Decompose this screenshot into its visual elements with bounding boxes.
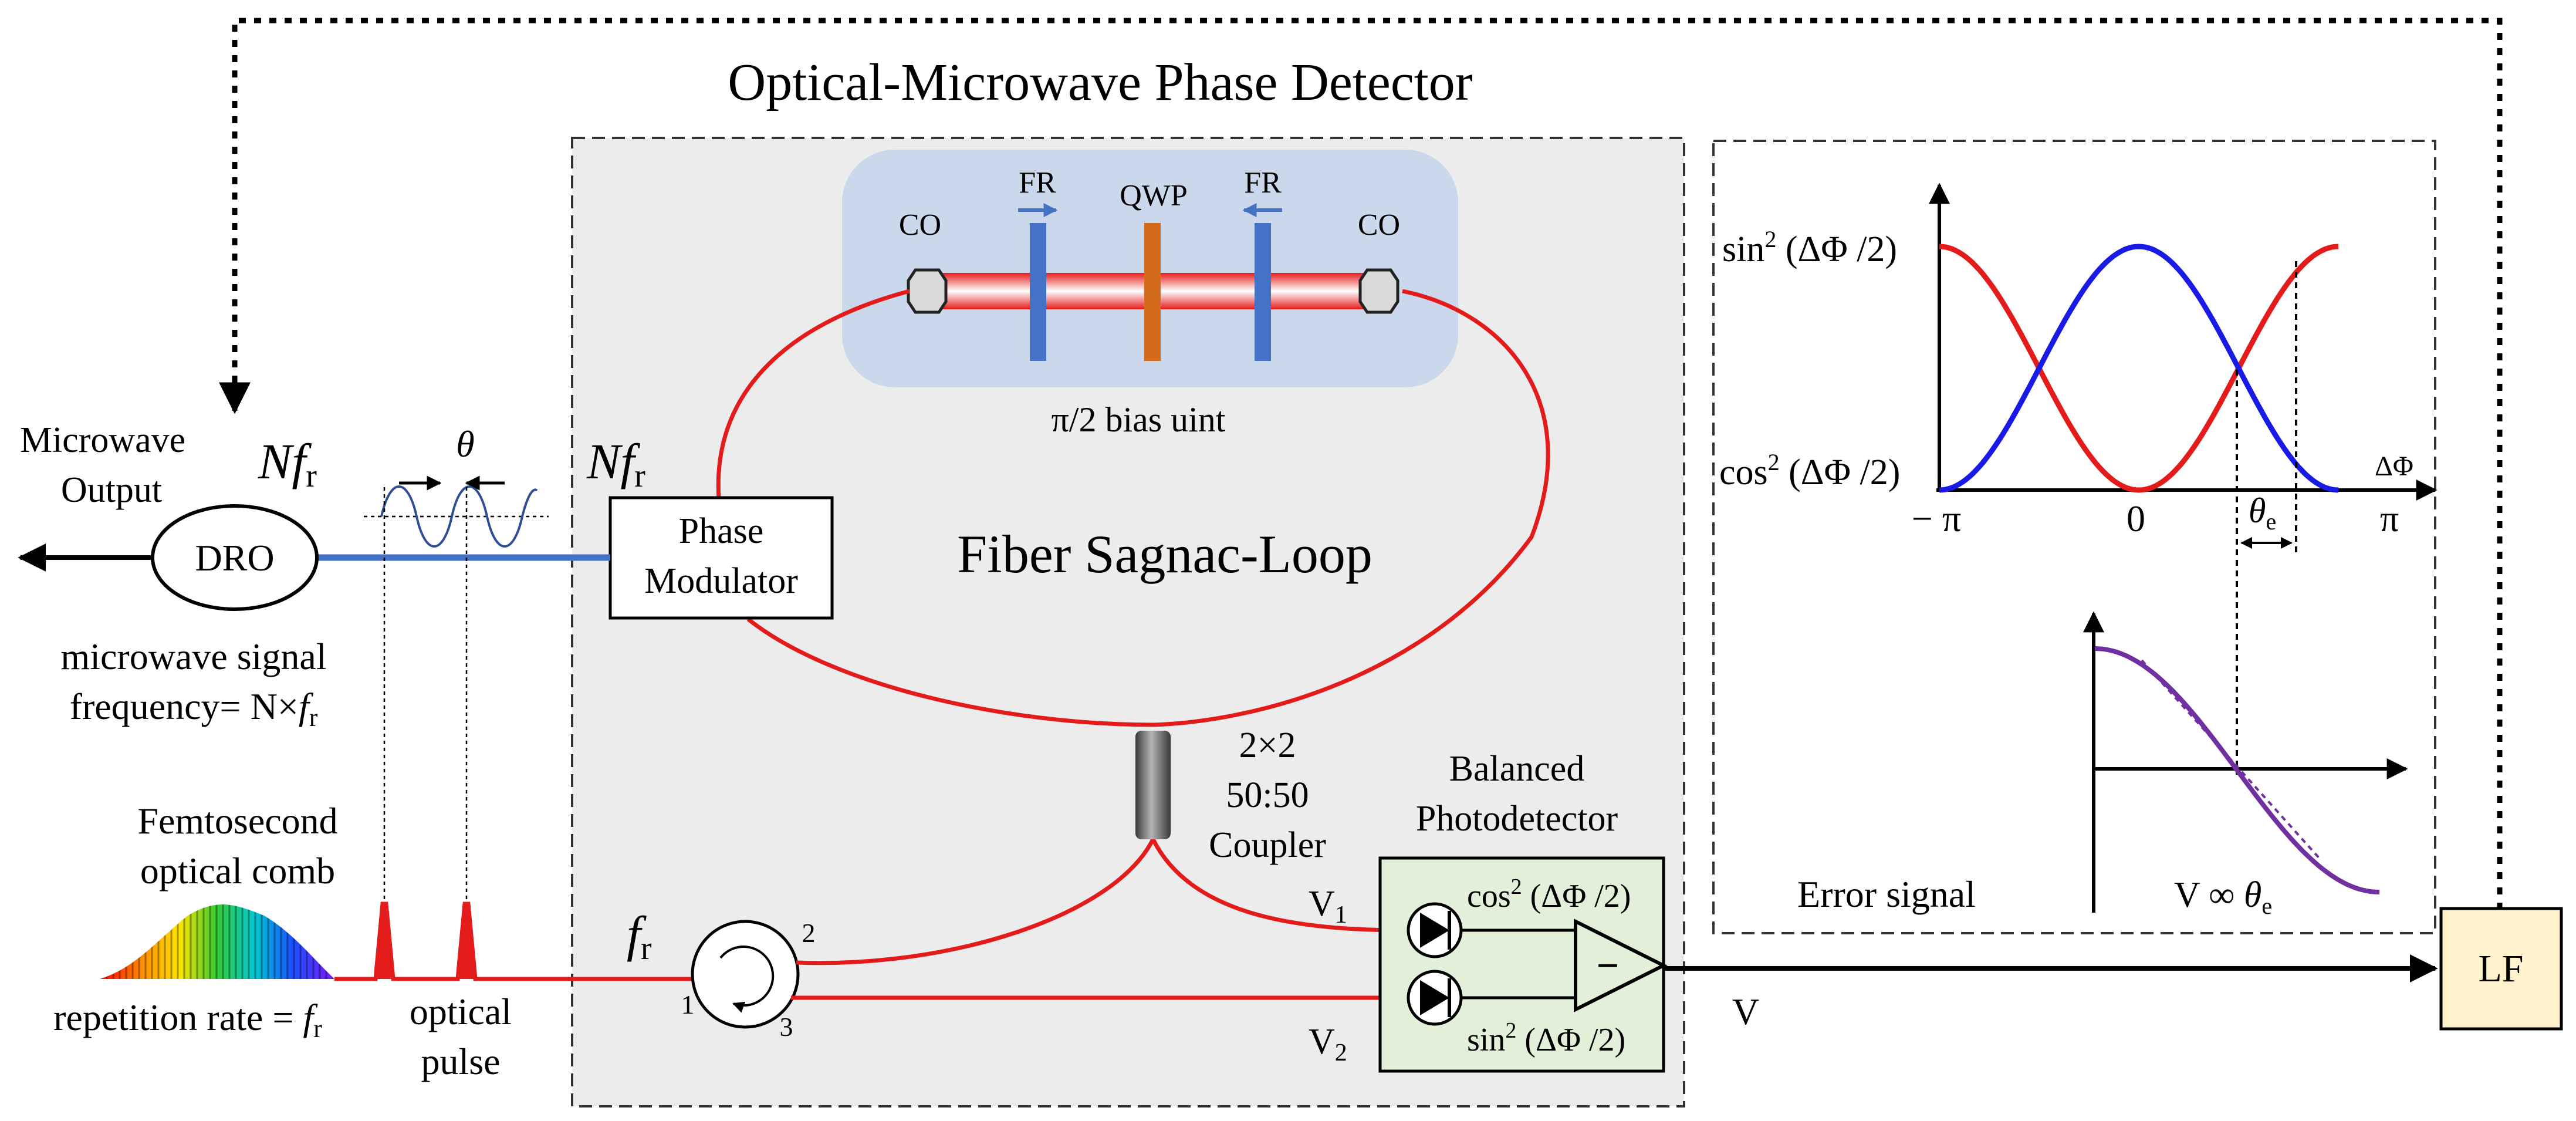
error-signal-label: Error signal: [1797, 873, 1976, 915]
optical-pulse-label-line1: optical: [410, 991, 512, 1032]
microwave-output-label-line1: Microwave: [20, 420, 185, 460]
phase-modulator-label-line2: Modulator: [644, 561, 798, 601]
sagnac-loop-bottom-fiber: [746, 617, 1154, 727]
coupler-to-v1-fiber: [1151, 838, 1406, 933]
balanced-photodetector-box: [1378, 856, 1665, 1073]
femtosecond-comb-label-line2: optical comb: [140, 850, 335, 892]
femtosecond-comb-spectrum: [100, 904, 334, 979]
optical-pulse-label-line2: pulse: [421, 1041, 500, 1082]
microwave-signal-label-line1: microwave signal: [60, 636, 326, 677]
feedback-loop-line: [219, 18, 2503, 910]
photodiode-1-triangle: [1420, 913, 1449, 948]
dro-label: DRO: [195, 537, 274, 579]
top-plot-tick-zero: 0: [2127, 498, 2145, 539]
circulator-port-3: 3: [780, 1012, 793, 1042]
nfr-modulator-label: Nfr: [586, 433, 645, 494]
error-slope-tangent: [2141, 659, 2322, 861]
error-signal-curve: [2094, 646, 2380, 894]
sagnac-loop-label: Fiber Sagnac-Loop: [957, 524, 1372, 584]
v2-label: V2: [1309, 1022, 1347, 1066]
top-plot-cos-label: cos2 (ΔΦ /2): [1719, 449, 1900, 492]
coupler-label-line3: Coupler: [1209, 825, 1326, 865]
circulator-port-1: 1: [681, 990, 695, 1019]
bpd-sin-label: sin2 (ΔΦ /2): [1467, 1018, 1625, 1058]
photodiode-2-triangle: [1420, 980, 1449, 1015]
theta-e-label: θe: [2249, 491, 2276, 535]
phase-modulator-box: [608, 496, 834, 620]
error-relation-label: V ∞ θe: [2174, 875, 2272, 919]
circulator-icon: [691, 920, 800, 1029]
circulator-rotation-arrow: [719, 946, 775, 1013]
bias-unit-label: π/2 bias uint: [1052, 400, 1226, 439]
balanced-photodetector-title-line2: Photodetector: [1416, 799, 1618, 839]
fr-left-plate: [1030, 223, 1046, 361]
phase-modulator-label-line1: Phase: [679, 511, 764, 551]
femtosecond-comb-label-line1: Femtosecond: [137, 800, 337, 842]
top-plot-axis-label: ΔΦ: [2375, 451, 2413, 482]
co-left-label: CO: [899, 208, 941, 242]
repetition-rate-label: repetition rate = fr: [53, 997, 322, 1043]
fr-right-label: FR: [1244, 166, 1282, 200]
v-output-label: V: [1732, 991, 1759, 1032]
microwave-sinusoid: [380, 485, 538, 548]
co-right-label: CO: [1358, 208, 1400, 242]
balanced-photodetector-title-line1: Balanced: [1449, 749, 1585, 789]
top-plot-sin-label: sin2 (ΔΦ /2): [1722, 226, 1897, 269]
fr-right-plate: [1255, 223, 1271, 361]
top-plot-tick-minus-pi: − π: [1912, 498, 1961, 539]
sagnac-loop-left-fiber: [716, 289, 910, 499]
microwave-signal-label-line2: frequency= N×fr: [70, 686, 318, 732]
qwp-plate: [1144, 223, 1161, 361]
coupler-label-line1: 2×2: [1239, 725, 1296, 765]
coupler-label-line2: 50:50: [1226, 775, 1309, 815]
coupler-icon: [1135, 731, 1171, 839]
lf-box: [2439, 907, 2563, 1031]
collimator-right-icon: [1358, 268, 1399, 314]
qwp-label: QWP: [1120, 179, 1188, 212]
amplifier-minus-label: −: [1597, 943, 1620, 988]
error-signal-panel: [1712, 140, 2436, 934]
circulator-to-coupler-fiber: [796, 838, 1155, 965]
theta-label: θ: [456, 423, 474, 465]
lf-label: LF: [2478, 947, 2523, 990]
collimator-left-icon: [907, 268, 948, 314]
microwave-output-label-line2: Output: [61, 470, 162, 510]
circulator-port-2: 2: [802, 918, 816, 948]
nfr-dro-label: Nfr: [258, 433, 317, 494]
optical-pulse-train-line: [334, 901, 701, 981]
fr-left-label: FR: [1019, 166, 1056, 200]
cos-squared-curve: [1939, 244, 2339, 493]
sagnac-loop-right-fiber: [1152, 289, 1550, 727]
differential-amplifier-icon: [1574, 919, 1668, 1012]
sin-squared-curve: [1939, 244, 2339, 493]
v1-label: V1: [1309, 884, 1347, 928]
top-plot-tick-pi: π: [2380, 498, 2399, 539]
panel-title: Optical-Microwave Phase Detector: [728, 53, 1473, 112]
bpd-cos-label: cos2 (ΔΦ /2): [1467, 874, 1631, 914]
